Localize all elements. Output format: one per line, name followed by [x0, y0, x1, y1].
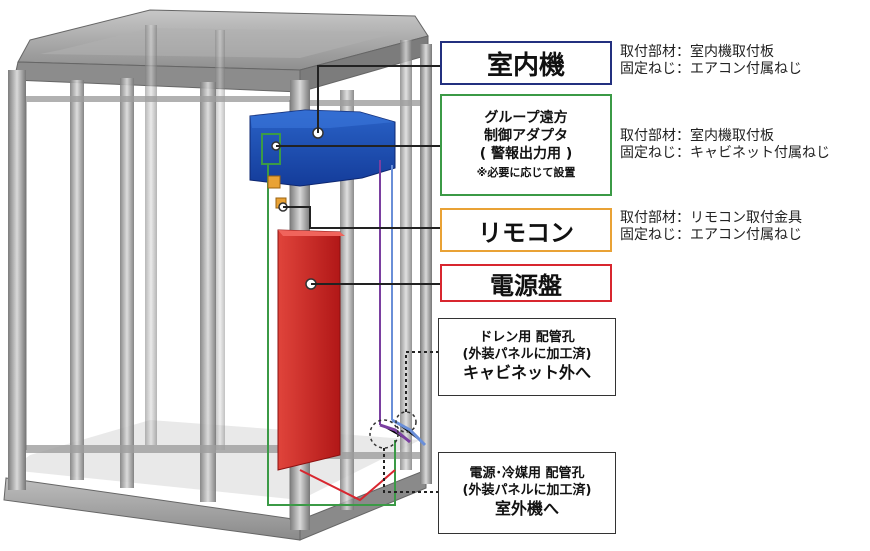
hole-markers [369, 411, 417, 449]
drain-hole-line3: キャビネット外へ [462, 363, 591, 383]
remote-label: リモコン [440, 208, 612, 252]
indoor-unit-label: 室内機 [440, 41, 612, 85]
group-adapter-line1: グループ遠方 [484, 110, 568, 127]
pipe-hole-line3: 室外機へ [494, 499, 559, 519]
group-adapter-line3: ( 警報出力用 ) [479, 145, 573, 162]
indoor-unit-screw: 固定ねじ：エアコン付属ねじ [620, 61, 802, 77]
group-adapter-label: グループ遠方 制御アダプタ ( 警報出力用 ) ※必要に応じて設置 [440, 94, 612, 196]
group-adapter-line2: 制御アダプタ [484, 128, 568, 144]
group-adapter-drawing [261, 133, 396, 506]
group-adapter-note: ※必要に応じて設置 [476, 165, 576, 179]
remote-note: 取付部材：リモコン取付金具 固定ねじ：エアコン付属ねじ [620, 210, 802, 244]
remote-mount: 取付部材：リモコン取付金具 [620, 210, 802, 226]
indoor-unit-drawing [249, 109, 396, 187]
piping-lines [379, 160, 427, 447]
leader-lines [276, 65, 440, 493]
drain-hole-line2: (外装パネルに加工済) [462, 346, 592, 362]
power-panel-label: 電源盤 [440, 264, 612, 302]
remote-screw: 固定ねじ：エアコン付属ねじ [620, 227, 802, 243]
indoor-unit-note: 取付部材：室内機取付板 固定ねじ：エアコン付属ねじ [620, 44, 802, 78]
cabinet-frame [3, 9, 432, 541]
indoor-unit-mount: 取付部材：室内機取付板 [620, 44, 774, 60]
pipe-hole-line1: 電源･冷媒用 配管孔 [469, 466, 585, 482]
drain-hole-line1: ドレン用 配管孔 [479, 330, 575, 346]
group-adapter-mount: 取付部材：室内機取付板 [620, 128, 774, 144]
pipe-hole-label: 電源･冷媒用 配管孔 (外装パネルに加工済) 室外機へ [438, 452, 616, 534]
pipe-hole-line2: (外装パネルに加工済) [462, 482, 592, 498]
drain-hole-label: ドレン用 配管孔 (外装パネルに加工済) キャビネット外へ [438, 318, 616, 396]
group-adapter-screw: 固定ねじ：キャビネット付属ねじ [620, 145, 830, 161]
group-adapter-mount-note: 取付部材：室内機取付板 固定ねじ：キャビネット付属ねじ [620, 128, 830, 162]
